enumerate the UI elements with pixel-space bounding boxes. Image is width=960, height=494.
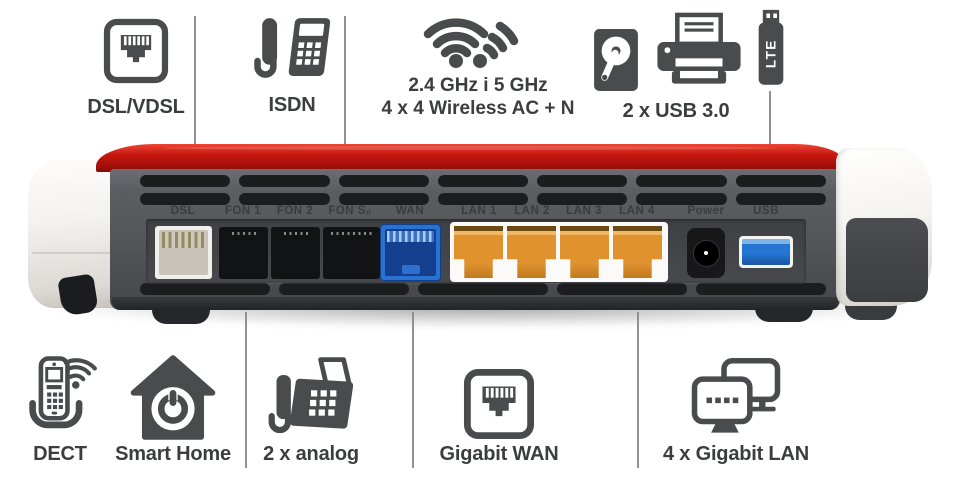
vent-row-top-2 [140, 193, 826, 205]
feature-label-dsl-vdsl: DSL/VDSL [87, 96, 185, 118]
port-label-lan2: LAN 2 [514, 205, 550, 217]
rj45-port-icon [103, 18, 169, 84]
feature-dsl-vdsl: DSL/VDSL [56, 14, 216, 118]
dsl-vdsl-icon-box [103, 14, 169, 84]
port-label-lan3: LAN 3 [566, 205, 602, 217]
gigabit-lan-icon-box [689, 350, 783, 440]
feature-gigabit-wan: Gigabit WAN [424, 350, 574, 465]
power-jack-barrel [692, 239, 720, 267]
bottom-divider-3 [637, 312, 639, 468]
wifi-standard-text: 4 x 4 Wireless AC + N [381, 98, 575, 119]
dual-monitor-icon [691, 357, 781, 433]
dsl-port-inner [159, 230, 208, 275]
isdn-icon-box [251, 12, 333, 82]
bottom-divider-2 [412, 312, 414, 468]
gigabit-wan-icon-box [463, 350, 535, 440]
feature-wireless: 2.4 GHz i 5 GHz 4 x 4 Wireless AC + N [350, 6, 606, 120]
fon1-port[interactable] [219, 227, 268, 279]
feature-label-usb: 2 x USB 3.0 [622, 100, 730, 122]
fax-phone-icon [268, 357, 354, 434]
lte-stick-text: LTE [764, 39, 779, 68]
feature-label-gigabit-wan: Gigabit WAN [439, 443, 559, 465]
feature-label-dect: DECT [33, 443, 87, 465]
fon2-port[interactable] [271, 227, 320, 279]
feature-label-isdn: ISDN [268, 94, 316, 116]
lan3-port[interactable] [560, 226, 609, 278]
top-divider-1 [194, 16, 196, 146]
port-label-usb: USB [753, 205, 779, 217]
usb-port-inner [742, 239, 790, 265]
top-divider-2 [344, 16, 346, 146]
port-label-fons0: FON S₀ [328, 205, 372, 217]
port-label-lan4: LAN 4 [619, 205, 655, 217]
lan2-port[interactable] [507, 226, 556, 278]
router-foot [152, 306, 210, 324]
fon-s0-port[interactable] [323, 227, 380, 279]
port-label-fon2: FON 2 [276, 205, 314, 217]
smart-home-icon-box [126, 350, 220, 440]
dsl-port[interactable] [155, 226, 212, 279]
dect-icon-box [21, 350, 99, 440]
feature-smart-home: Smart Home [104, 350, 242, 465]
feature-label-smart-home: Smart Home [115, 443, 231, 465]
printer-icon [657, 12, 741, 84]
wan-port[interactable] [380, 224, 441, 281]
port-label-dsl: DSL [170, 205, 196, 217]
usb-port[interactable] [739, 236, 793, 268]
router-right-inset [846, 218, 928, 302]
feature-label-analog: 2 x analog [263, 443, 359, 465]
feature-dect: DECT [16, 350, 104, 465]
power-jack-pin [704, 251, 708, 255]
lte-connector-line [769, 91, 771, 147]
analog-icon-box [265, 350, 357, 440]
desk-phone-icon [254, 18, 331, 78]
feature-analog: 2 x analog [252, 350, 370, 465]
feature-label-gigabit-lan: 4 x Gigabit LAN [663, 443, 809, 465]
port-label-wan: WAN [395, 205, 425, 217]
lan4-port[interactable] [613, 226, 662, 278]
smart-home-icon [130, 355, 216, 440]
wan-port-inner [385, 229, 436, 276]
wifi-icon-box [415, 6, 541, 70]
port-label-lan1: LAN 1 [461, 205, 497, 217]
dual-wifi-icon [423, 18, 519, 68]
lan1-port[interactable] [454, 226, 503, 278]
lan-port-group [450, 222, 668, 282]
wifi-band-text: 2.4 GHz i 5 GHz [408, 75, 548, 96]
vent-row-bottom [140, 283, 826, 295]
feature-isdn: ISDN [222, 12, 362, 116]
lte-usb-stick-icon: LTE [758, 9, 784, 85]
rj45-port-icon [463, 368, 535, 440]
feature-gigabit-lan: 4 x Gigabit LAN [648, 350, 824, 465]
router-red-top [96, 144, 844, 172]
vent-row-top-1 [140, 175, 826, 187]
router-panel-bottom-edge [112, 297, 838, 310]
bottom-divider-1 [245, 312, 247, 468]
power-jack[interactable] [687, 228, 725, 278]
dect-handset-icon [29, 356, 97, 429]
hard-drive-icon [594, 29, 638, 91]
port-label-power: Power [687, 205, 725, 217]
port-label-fon1: FON 1 [224, 205, 262, 217]
